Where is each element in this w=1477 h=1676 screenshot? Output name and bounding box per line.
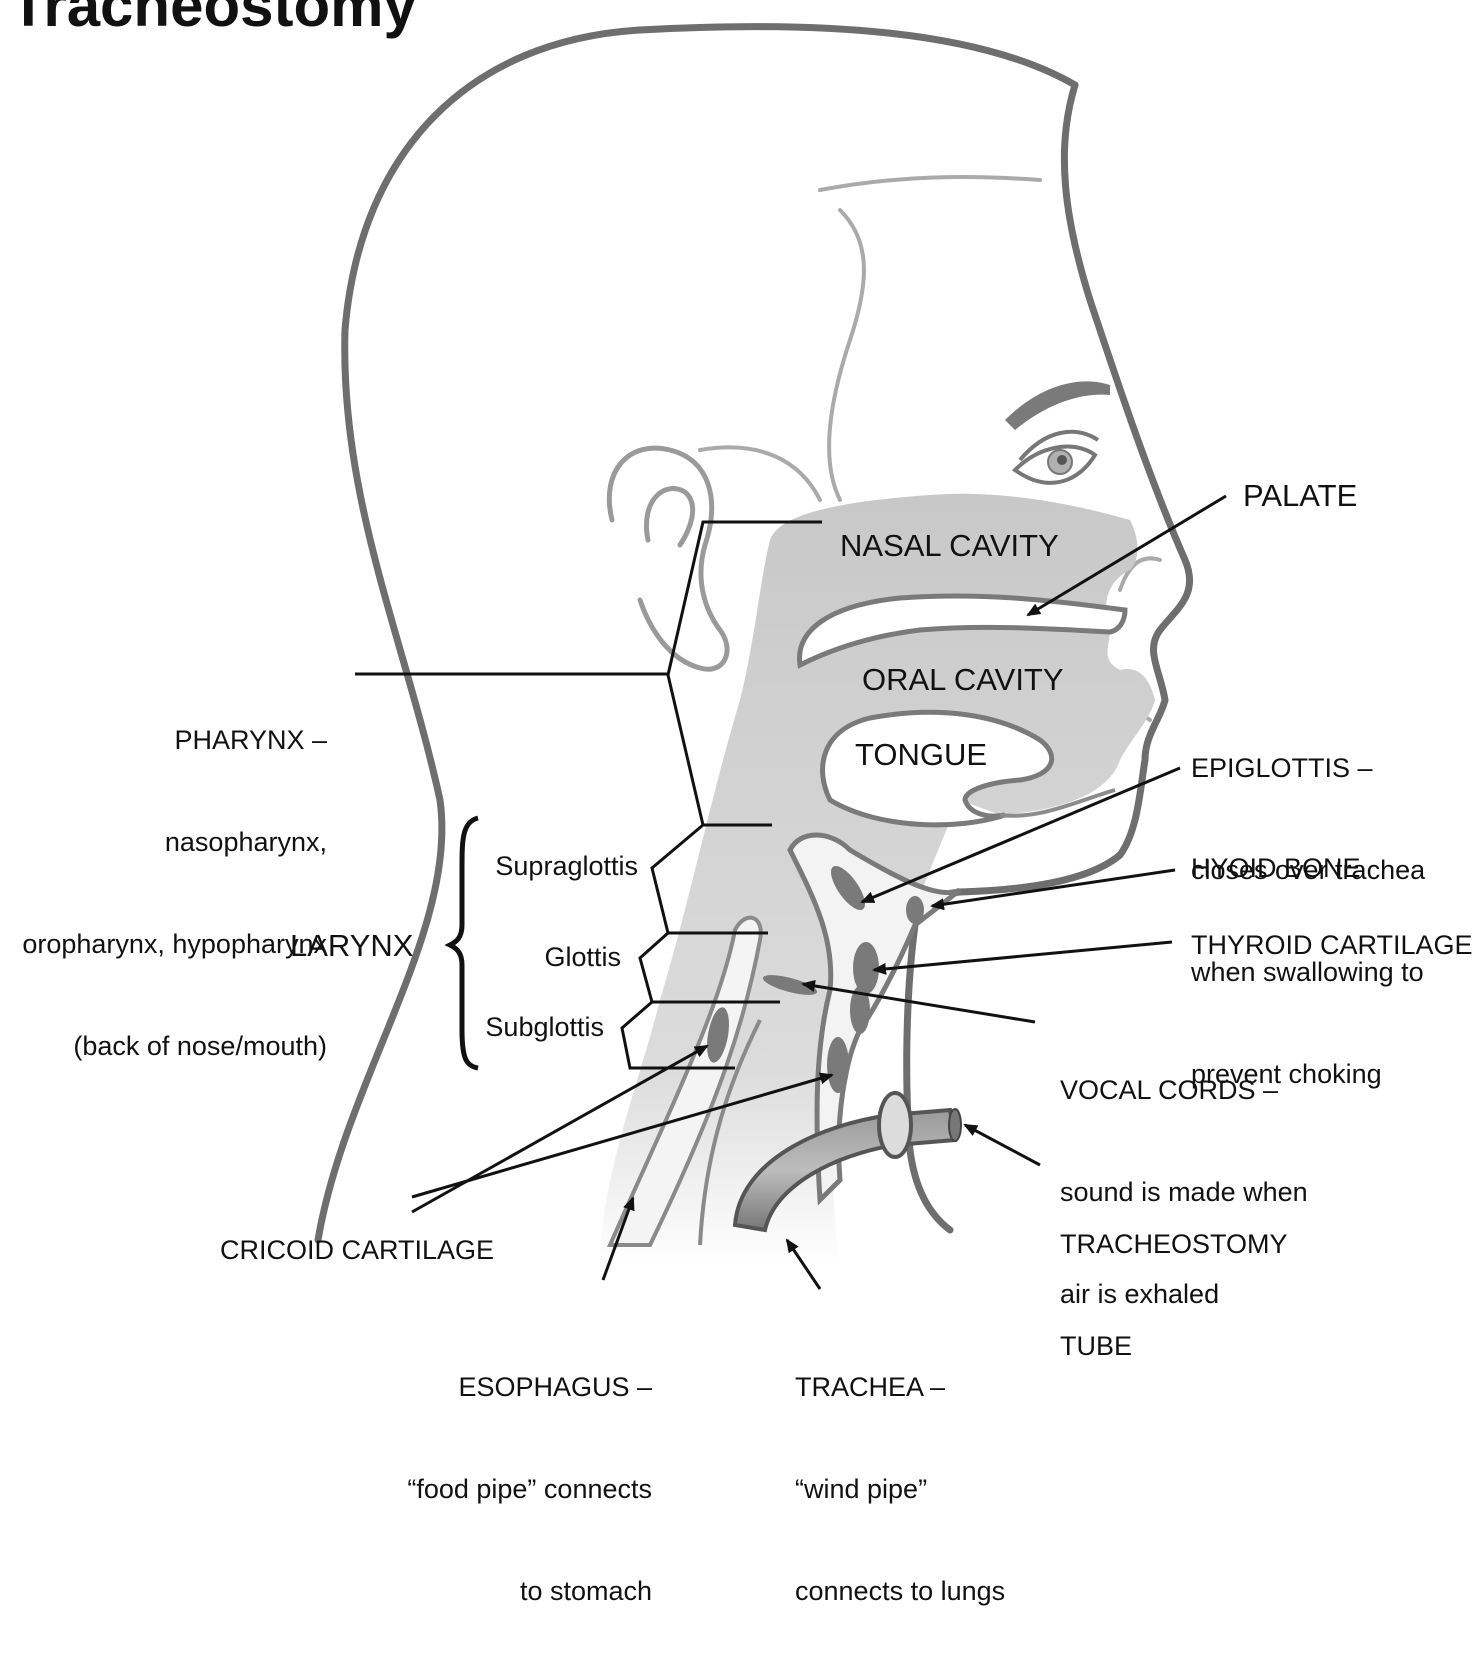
eye	[1015, 432, 1098, 483]
label-hyoid-bone: HYOID BONE	[1191, 851, 1361, 885]
label-palate: PALATE	[1243, 478, 1357, 514]
label-esophagus: ESOPHAGUS – “food pipe” connects to stom…	[407, 1302, 652, 1676]
label-esophagus-line-3: to stomach	[407, 1574, 652, 1608]
label-vocal-cords-line-1: VOCAL CORDS –	[1060, 1073, 1308, 1107]
label-glottis: Glottis	[544, 940, 621, 974]
label-pharynx-line-1: PHARYNX –	[22, 723, 327, 757]
label-tongue: TONGUE	[855, 737, 987, 773]
label-pharynx-line-2: nasopharynx,	[22, 825, 327, 859]
label-thyroid-cartilage: THYROID CARTILAGE	[1191, 928, 1473, 962]
label-subglottis: Subglottis	[485, 1010, 604, 1044]
label-trachea: TRACHEA – “wind pipe” connects to lungs	[795, 1302, 1005, 1676]
larynx-brace	[450, 818, 478, 1068]
label-tracheostomy-tube-line-2: TUBE	[1060, 1329, 1288, 1363]
label-tracheostomy-tube: TRACHEOSTOMY TUBE	[1060, 1159, 1288, 1431]
label-trachea-line-1: TRACHEA –	[795, 1370, 1005, 1404]
label-cricoid-cartilage: CRICOID CARTILAGE	[220, 1233, 494, 1267]
label-tracheostomy-tube-line-1: TRACHEOSTOMY	[1060, 1227, 1288, 1261]
label-trachea-line-3: connects to lungs	[795, 1574, 1005, 1608]
label-esophagus-line-2: “food pipe” connects	[407, 1472, 652, 1506]
label-pharynx: PHARYNX – nasopharynx, oropharynx, hypop…	[22, 655, 327, 1131]
diagram-stage: Tracheostomy	[0, 0, 1477, 1405]
label-epiglottis-line-1: EPIGLOTTIS –	[1191, 751, 1425, 785]
label-nasal-cavity: NASAL CAVITY	[840, 528, 1059, 564]
label-supraglottis: Supraglottis	[495, 849, 638, 883]
label-larynx: LARYNX	[290, 928, 414, 964]
label-trachea-line-2: “wind pipe”	[795, 1472, 1005, 1506]
label-pharynx-line-3: oropharynx, hypopharynx	[22, 927, 327, 961]
ear	[609, 448, 727, 669]
label-pharynx-line-4: (back of nose/mouth)	[22, 1029, 327, 1063]
label-esophagus-line-1: ESOPHAGUS –	[407, 1370, 652, 1404]
label-oral-cavity: ORAL CAVITY	[862, 662, 1064, 698]
eyebrow	[1005, 381, 1110, 430]
